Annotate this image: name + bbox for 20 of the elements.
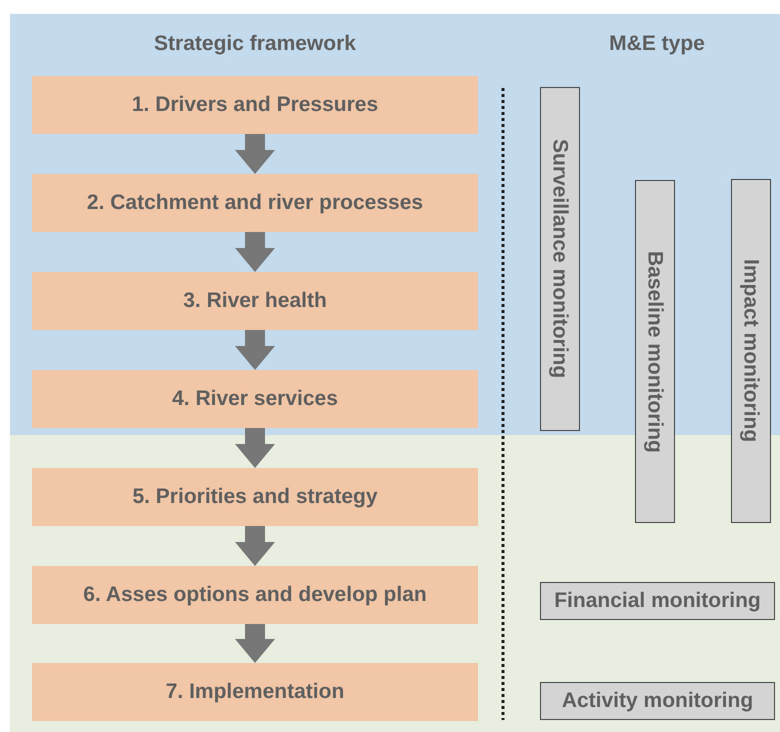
process-box: 7. Implementation	[32, 663, 478, 721]
monitoring-box: Activity monitoring	[540, 682, 775, 720]
column-heading: Strategic framework	[154, 32, 356, 56]
process-box: 4. River services	[32, 370, 478, 428]
block-arrow	[235, 624, 275, 663]
process-box: 3. River health	[32, 272, 478, 330]
block-arrow	[235, 428, 275, 468]
monitoring-box: Financial monitoring	[540, 582, 775, 620]
block-arrow	[235, 330, 275, 370]
column-heading: M&E type	[609, 32, 705, 56]
block-arrow	[235, 526, 275, 566]
monitoring-box: Surveillance monitoring	[540, 87, 580, 431]
monitoring-box: Impact monitoring	[731, 179, 771, 523]
process-box: 2. Catchment and river processes	[32, 174, 478, 232]
block-arrow	[235, 232, 275, 272]
process-box: 6. Asses options and develop plan	[32, 566, 478, 624]
process-box: 1. Drivers and Pressures	[32, 76, 478, 134]
block-arrow	[235, 134, 275, 174]
monitoring-box: Baseline monitoring	[635, 180, 675, 523]
process-box: 5. Priorities and strategy	[32, 468, 478, 526]
